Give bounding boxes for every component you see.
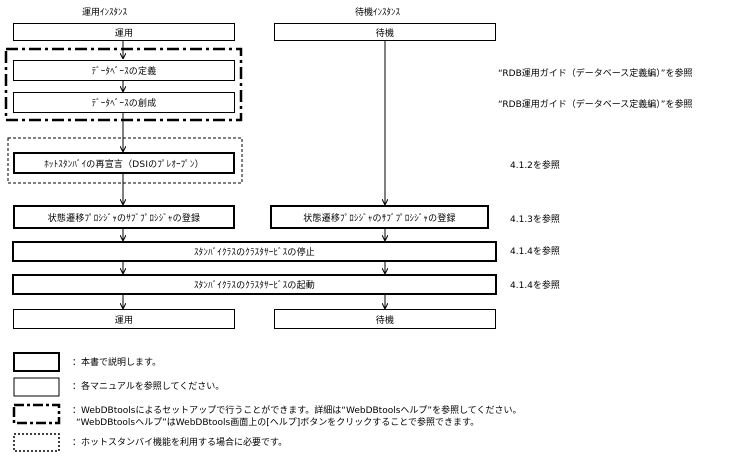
box-end-operation-left: 運用 <box>13 309 235 329</box>
reference-hot-standby: 4.1.2を参照 <box>510 161 560 171</box>
legend-dotted-label: ：ホットスタンバイ機能を利用する場合に必要です。 <box>72 438 288 448</box>
box-state-transition-left: 状態遷移ﾌﾟﾛｼｼﾞｬのｻﾌﾞﾌﾟﾛｼｼﾞｬの登録 <box>13 205 235 229</box>
reference-state-transition: 4.1.3を参照 <box>510 215 560 225</box>
box-standby-right: 待機 <box>274 23 496 41</box>
box-cluster-service-stop: ｽﾀﾝﾊﾞｲｸﾗｽのｸﾗｽﾀｻｰﾋﾞｽの停止 <box>12 241 497 262</box>
reference-database-creation: “RDB運用ガイド（データベース定義編）”を参照 <box>498 100 693 110</box>
legend-dotted-sample <box>13 433 60 452</box>
legend-dashdot-sample <box>12 403 61 425</box>
webdbtools-group-outline <box>4 47 243 122</box>
box-database-definition: ﾃﾞｰﾀﾍﾞｰｽの定義 <box>13 60 235 81</box>
box-hot-standby-redeclare: ﾎｯﾄｽﾀﾝﾊﾞｲの再宣言（DSIのﾌﾟﾚｵｰﾌﾟﾝ） <box>13 152 235 174</box>
column-header-active: 運用ｲﾝｽﾀﾝｽ <box>82 8 128 18</box>
column-header-standby: 待機ｲﾝｽﾀﾝｽ <box>355 8 401 18</box>
legend-dashdot-note: “WebDBtoolsヘルプ”はWebDBtools画面上の[ヘルプ]ボタンをク… <box>76 418 480 428</box>
legend-thin-sample <box>13 377 60 397</box>
reference-cluster-start: 4.1.4を参照 <box>510 281 560 291</box>
box-cluster-service-start: ｽﾀﾝﾊﾞｲｸﾗｽのｸﾗｽﾀｻｰﾋﾞｽの起動 <box>12 274 497 295</box>
box-database-creation: ﾃﾞｰﾀﾍﾞｰｽの創成 <box>13 92 235 113</box>
legend-thick-label: ：本書で説明します。 <box>72 358 162 368</box>
reference-database-definition: “RDB運用ガイド（データベース定義編）”を参照 <box>498 69 693 79</box>
legend-dashdot-label: ：WebDBtoolsによるセットアップで行うことができます。詳細は“WebDB… <box>72 406 522 416</box>
box-end-standby-right: 待機 <box>274 309 496 329</box>
legend-thick-sample <box>13 352 60 372</box>
hot-standby-group-outline <box>7 137 243 184</box>
legend-thin-label: ：各マニュアルを参照してください。 <box>72 382 225 392</box>
reference-cluster-stop: 4.1.4を参照 <box>510 247 560 257</box>
box-state-transition-right: 状態遷移ﾌﾟﾛｼｼﾞｬのｻﾌﾞﾌﾟﾛｼｼﾞｬの登録 <box>270 205 489 229</box>
box-operation-left: 運用 <box>13 23 235 41</box>
